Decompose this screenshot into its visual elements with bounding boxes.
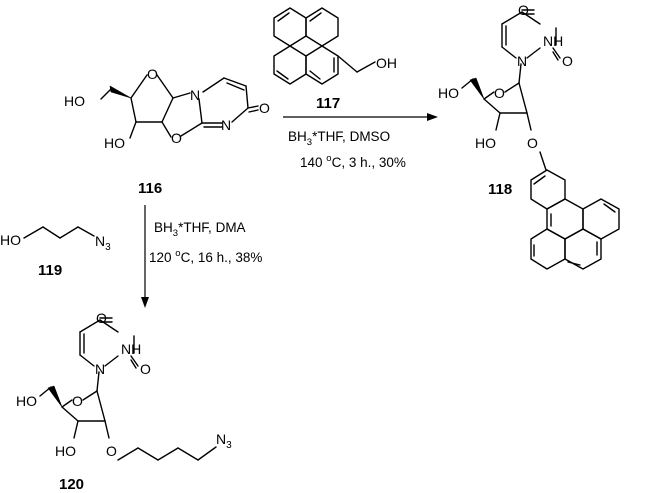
c116-carbonyl-o-label: O xyxy=(259,100,270,116)
c118-n-label: N xyxy=(517,53,527,69)
c118-ho-label: HO xyxy=(438,85,459,101)
c118-label: 118 xyxy=(488,181,512,198)
c120-n3-label: N3 xyxy=(216,431,232,451)
c118-nh-label: NH xyxy=(543,33,563,49)
c116-ring-o-label: O xyxy=(147,66,158,82)
c116-oh-label: HO xyxy=(104,135,125,151)
c117-label: 117 xyxy=(316,95,340,112)
c119-label: 119 xyxy=(38,262,62,279)
c120-ho-label: HO xyxy=(16,393,37,409)
c120-nh-label: NH xyxy=(121,341,141,357)
c120-n-label: N xyxy=(95,361,105,377)
c116-n3-label: N xyxy=(221,117,231,133)
c120-side-o-label: O xyxy=(140,361,151,377)
c120-label: 120 xyxy=(59,476,84,493)
compound-119-structure xyxy=(23,226,95,239)
c118-ether-o-label: O xyxy=(527,135,538,151)
c116-oxazoline-o-label: O xyxy=(171,130,182,146)
compound-118-structure xyxy=(461,9,620,270)
c116-ho-label: HO xyxy=(64,93,85,109)
c118-side-o-label: O xyxy=(562,53,573,69)
reaction-arrow-horizontal xyxy=(283,113,438,121)
c118-ring-o-label: O xyxy=(494,85,505,101)
c120-ring-o-label: O xyxy=(72,393,83,409)
compound-120-structure xyxy=(39,317,217,461)
c116-label: 116 xyxy=(138,180,162,197)
c117-oh-label: OH xyxy=(376,55,397,71)
conditions-down-line2: 120 oC, 16 h., 38% xyxy=(149,248,262,265)
c120-ether-o-label: O xyxy=(106,443,117,459)
c118-top-o-label: O xyxy=(518,2,529,18)
compound-116-structure xyxy=(100,74,259,139)
reaction-arrow-vertical xyxy=(141,205,149,308)
c120-top-o-label: O xyxy=(96,310,107,326)
compound-117-structure xyxy=(273,7,376,85)
conditions-down-line1: BH3*THF, DMA xyxy=(154,220,246,239)
conditions-top-line1: BH3*THF, DMSO xyxy=(288,129,390,148)
c116-n1-label: N xyxy=(190,87,200,103)
c118-oh-label: HO xyxy=(475,135,496,151)
c120-oh-label: HO xyxy=(55,443,76,459)
conditions-top-line2: 140 oC, 3 h., 30% xyxy=(300,153,406,170)
c119-n3-label: N3 xyxy=(95,233,111,253)
c119-ho-label: HO xyxy=(0,232,21,248)
